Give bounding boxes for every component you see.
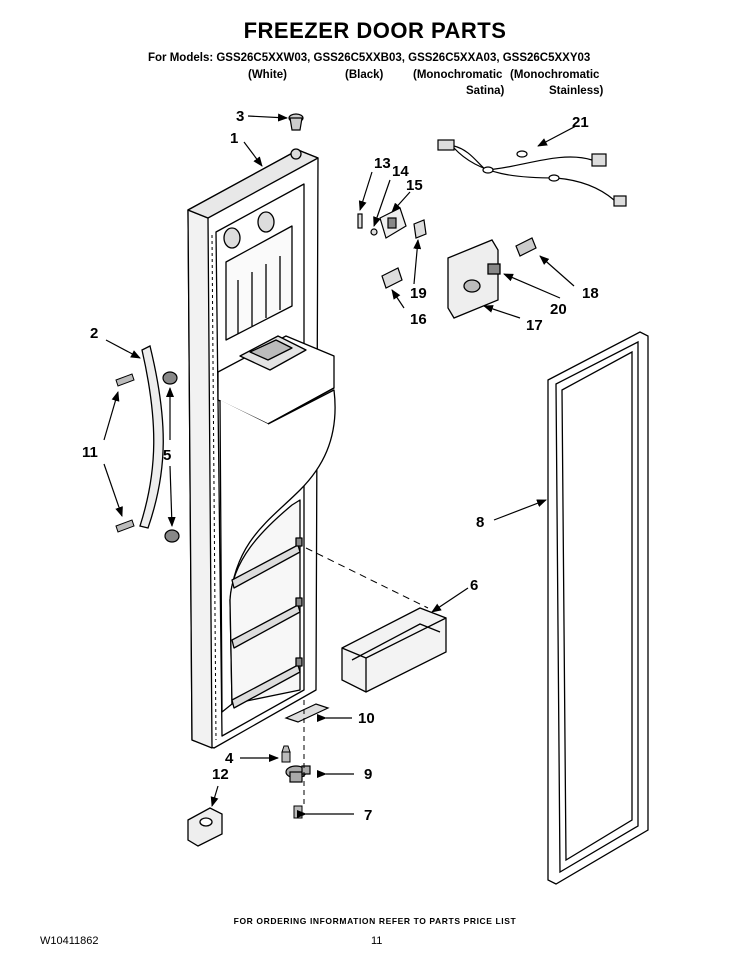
door-gasket [547,331,649,885]
leader-lines [103,113,577,818]
hinge-plate [284,703,330,723]
hinge-screw-7 [293,805,303,819]
callout-labels: 3 1 2 11 5 6 8 10 4 9 7 12 13 14 15 19 1… [82,108,599,824]
door-liner [187,148,336,749]
hinge-cap [288,113,304,131]
door-handle [139,345,164,529]
variant-white: (White) [248,69,287,81]
callout-6: 6 [470,577,478,594]
callout-14: 14 [392,163,409,180]
callout-7: 7 [364,807,372,824]
callout-8: 8 [476,514,484,531]
callout-15: 15 [406,177,423,194]
callout-21: 21 [572,114,589,131]
callout-17: 17 [526,317,543,334]
callout-19: 19 [410,285,427,302]
callout-13: 13 [374,155,391,172]
hinge-bracket [187,807,223,847]
variant-mono-satina-2: Satina) [466,85,505,97]
bin-mount-line [305,547,429,609]
callout-12: 12 [212,766,229,783]
callout-1: 1 [230,130,238,147]
dispenser-small-parts [357,207,427,289]
hinge-bushing [285,765,311,783]
page-number: 11 [371,935,383,947]
callout-20: 20 [550,301,567,318]
door-bin [341,607,447,693]
callout-5: 5 [163,447,171,464]
variant-mono-stainless-1: (Monochromatic [510,69,600,81]
page-title: FREEZER DOOR PARTS [243,18,507,43]
dispenser-housing [447,239,501,319]
callout-10: 10 [358,710,375,727]
models-line: For Models: GSS26C5XXW03, GSS26C5XXB03, … [148,52,591,64]
handle-screws [115,373,135,533]
callout-18: 18 [582,285,599,302]
document-id: W10411862 [40,935,99,947]
callout-2: 2 [90,325,98,342]
wire-harness [437,139,627,207]
callout-4: 4 [225,750,234,767]
variant-mono-stainless-2: Stainless) [549,85,604,97]
hinge-screw-4 [281,745,291,763]
variant-black: (Black) [345,69,384,81]
callout-9: 9 [364,766,372,783]
callout-16: 16 [410,311,427,328]
dispenser-switch [515,237,537,257]
handle-spacers [162,371,180,543]
ordering-note: FOR ORDERING INFORMATION REFER TO PARTS … [233,916,517,926]
variant-mono-satina-1: (Monochromatic [413,69,503,81]
callout-3: 3 [236,108,244,125]
callout-11: 11 [82,444,98,461]
